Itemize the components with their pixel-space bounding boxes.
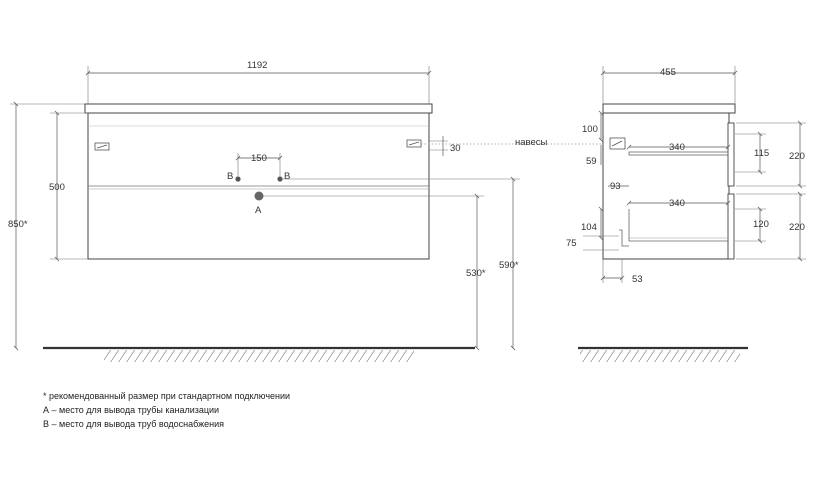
upper-section-label: 220 [789,151,805,162]
lower-drawer-box [628,209,728,242]
note-supply-location: В – место для вывода труб водоснабжения [43,419,225,429]
upper-offset-label: 59 [586,156,597,167]
base-height-label: 75 [566,238,577,249]
hanger-offset-label: 30 [450,143,461,154]
drain-label: A [255,205,262,216]
lower-drawer-depth-label: 340 [669,198,685,209]
lower-front-height-label: 120 [753,219,769,230]
lower-front-panel [727,193,735,260]
note-recommended-size: * рекомендованный размер при стандартном… [43,391,291,401]
upper-drawer-box [628,151,729,156]
side-hinge-icon [609,137,626,150]
drawer-gap-label: 93 [610,181,621,192]
upper-front-height-label: 115 [754,148,769,159]
upper-front-panel [727,122,735,187]
supply-pipe-left [235,176,241,182]
upper-drawer-depth-label: 340 [669,142,685,153]
side-floor-hatch [580,350,740,362]
front-countertop [84,103,433,114]
plinth-setback-label: 53 [632,274,643,285]
width-dim-label: 1192 [247,60,267,71]
drain-height-label: 530* [466,268,486,279]
total-height-label: 850* [8,219,28,230]
supply-pipe-right [277,176,283,182]
drain-pipe [254,191,264,201]
supply-height-label: 590* [499,260,519,271]
front-view: B B A 1192 150 30 500 850* 530* [8,60,612,362]
note-drain-location: А – место для вывода трубы канализации [43,405,220,415]
pipe-spacing-label: 150 [251,153,267,164]
left-hanger-icon [94,142,110,151]
hinge-label: навесы [515,137,548,148]
lower-offset-label: 104 [581,222,597,233]
plinth-recess [619,229,629,247]
top-gap-label: 100 [582,124,598,135]
front-floor-hatch [104,350,414,362]
supply-label-left: B [227,171,233,182]
body-height-label: 500 [49,182,65,193]
side-view: 455 340 340 100 59 93 104 75 53 115 220 [566,66,806,362]
right-hanger-icon [406,139,422,148]
depth-label: 455 [660,67,676,78]
supply-label-right: B [284,171,290,182]
lower-section-label: 220 [789,222,805,233]
side-countertop [602,103,736,114]
